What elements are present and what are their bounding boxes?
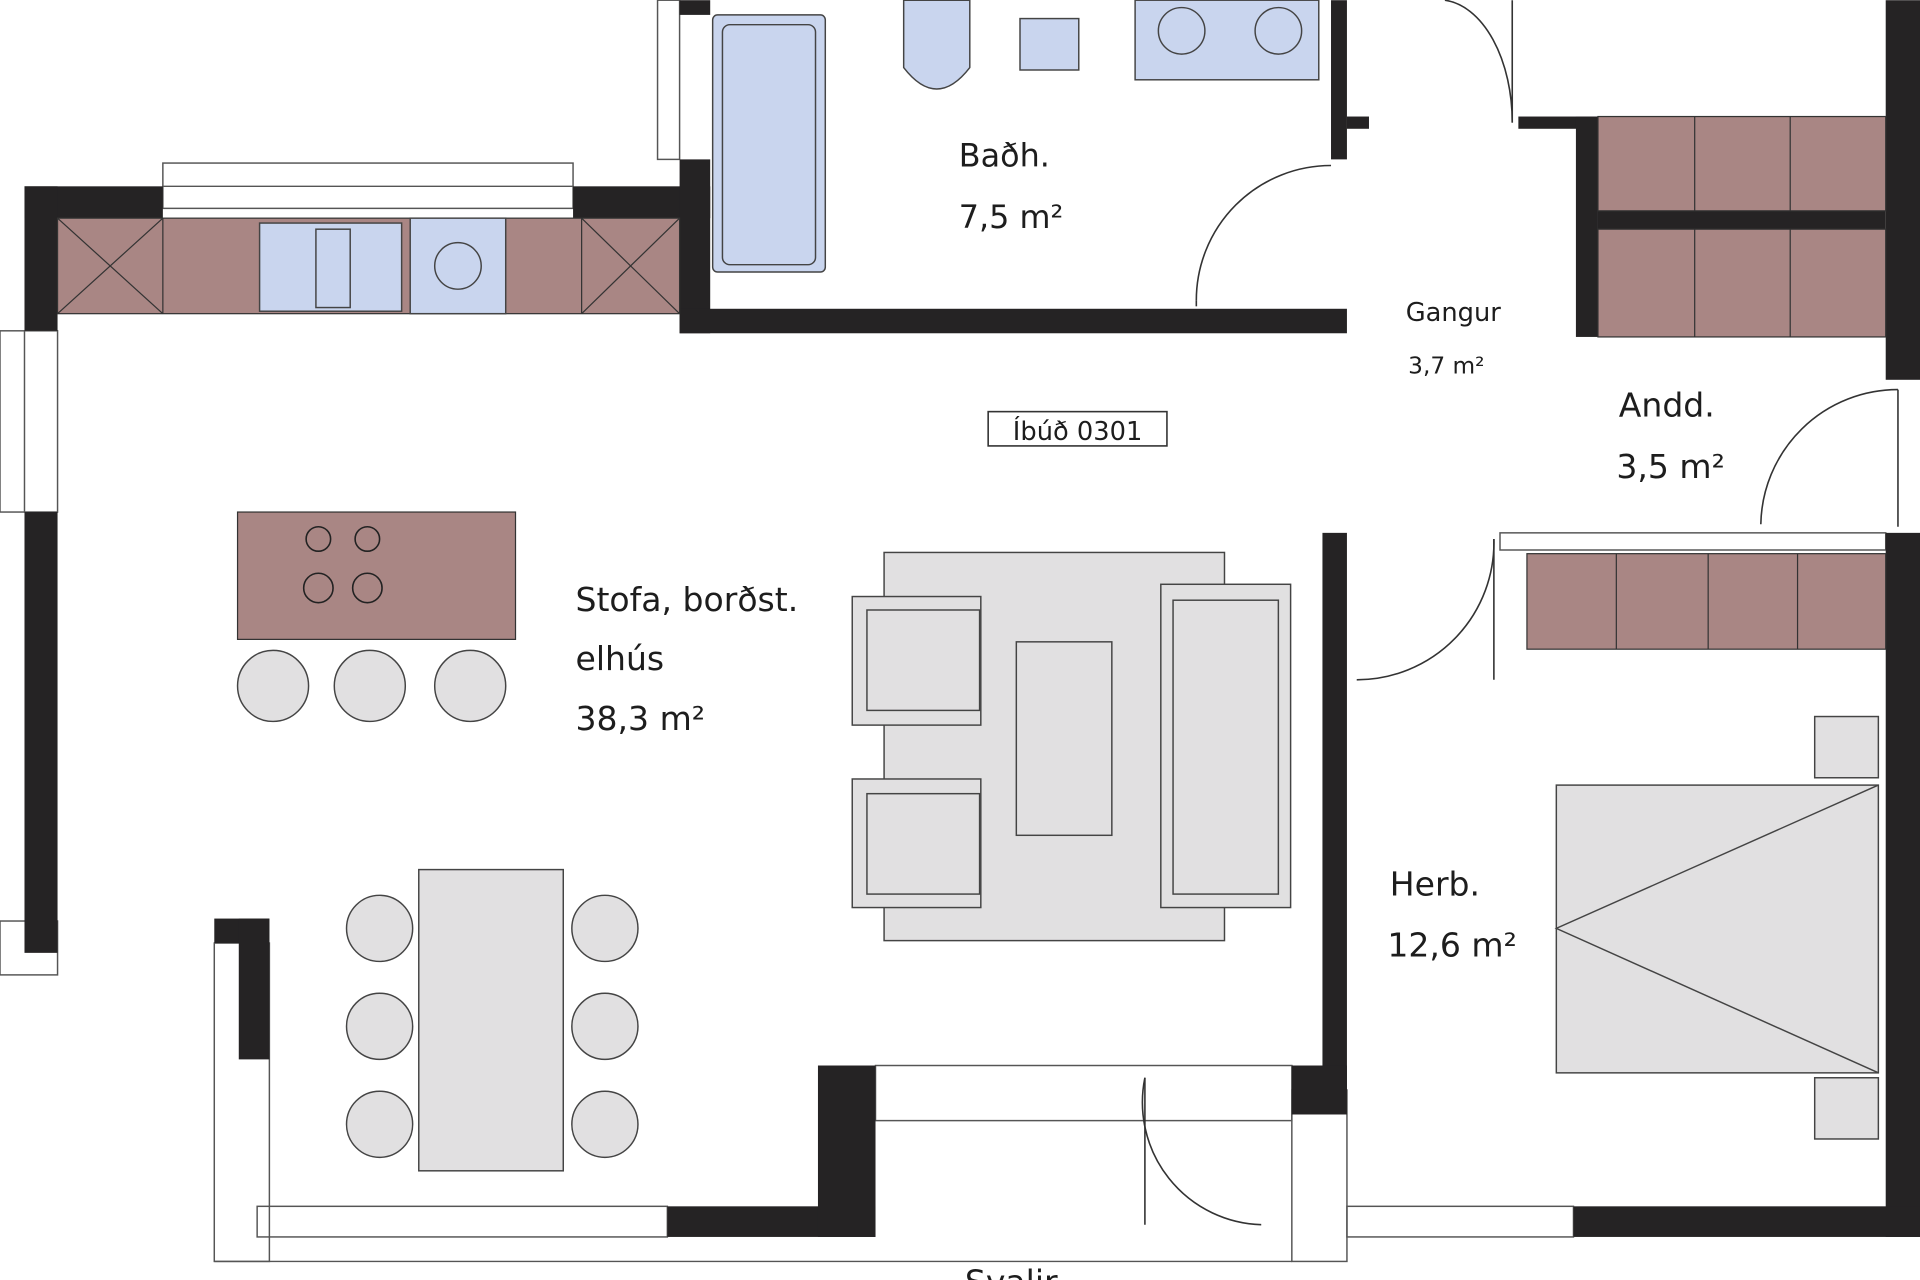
fixtures — [258, 0, 1320, 315]
room-name-hall: Gangur — [1406, 298, 1502, 328]
room-area-bath: 7,5 m² — [959, 198, 1064, 236]
room-area-hall: 3,7 m² — [1408, 353, 1484, 380]
room-name-entry: Andd. — [1619, 386, 1715, 425]
room-area-living: 38,3 m² — [576, 699, 706, 738]
room-area-bedroom: 12,6 m² — [1387, 926, 1517, 965]
room-name-balcony: Svalir — [965, 1262, 1058, 1280]
cooktop-burners — [302, 525, 383, 604]
room-labels: Íbúð 0301 Baðh. 7,5 m² Gangur 3,7 m² And… — [576, 137, 1725, 1280]
apartment-label: Íbúð 0301 — [1013, 415, 1143, 447]
room-name-bath: Baðh. — [959, 137, 1050, 175]
room-name-living-2: elhús — [576, 639, 665, 678]
room-name-living: Stofa, borðst. — [576, 580, 799, 619]
door-swings — [1141, 0, 1899, 1226]
room-area-entry: 3,5 m² — [1616, 447, 1724, 486]
room-name-bedroom: Herb. — [1390, 864, 1480, 903]
furniture — [236, 551, 1880, 1172]
apartment-label-box — [987, 410, 1168, 447]
walls — [24, 0, 1920, 1237]
